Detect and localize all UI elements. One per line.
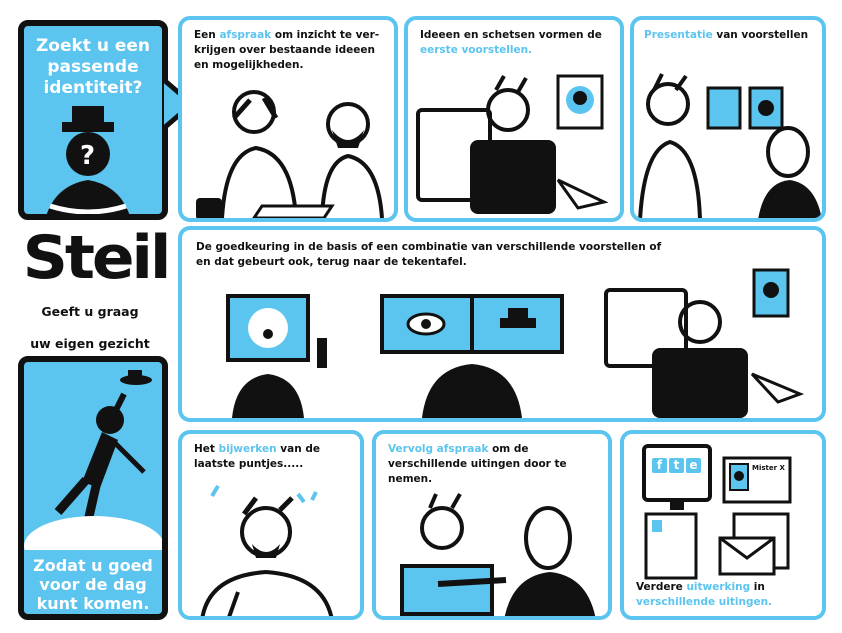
closing-text: Zodat u goed voor de dag kunt komen.: [24, 550, 162, 613]
svg-text:?: ?: [80, 141, 95, 171]
approval-illustration: [226, 268, 805, 418]
twitter-icon: t: [669, 458, 684, 473]
caption-appointment: Een afspraak om inzicht te ver-krijgen o…: [194, 29, 380, 71]
caption-presentation: Presentatie van voorstellen: [644, 29, 809, 41]
panel-finishing: Het bijwerken van de laatste puntjes....…: [178, 430, 364, 620]
panel-applications: f t e Mister X Verdere uitwerking in ver…: [620, 430, 826, 620]
caption-applications: Verdere uitwerking in verschillende uiti…: [636, 581, 773, 608]
hat-figure-illustration: ?: [46, 106, 130, 214]
caption-followup: Vervolg afspraak om de verschillende uit…: [388, 443, 567, 485]
caption-finishing: Het bijwerken van de laatste puntjes....…: [194, 443, 320, 470]
social-icons: f t e: [652, 458, 701, 473]
tagline-line-2: uw eigen gezicht: [30, 336, 150, 351]
finishing-illustration: [200, 484, 334, 616]
question-text: Zoekt u een passende identiteit?: [35, 36, 151, 98]
panel-approval: De goedkeuring in de basis of een combin…: [178, 226, 826, 422]
jumping-figure-illustration: [24, 370, 162, 576]
badge-name: Mister X: [752, 464, 785, 472]
caption-sketches: Ideeen en schetsen vormen de eerste voor…: [420, 29, 602, 56]
steil-logo: Steil: [22, 223, 172, 293]
caption-approval: De goedkeuring in de basis of een combin…: [196, 241, 662, 268]
tagline-line-1: Geeft u graag: [41, 304, 139, 319]
question-panel: Zoekt u een passende identiteit? ?: [18, 20, 168, 220]
drawing-desk-illustration: [416, 74, 609, 214]
panel-presentation: Presentatie van voorstellen: [630, 16, 826, 222]
applications-illustration: [642, 444, 792, 580]
panel-followup: Vervolg afspraak om de verschillende uit…: [372, 430, 612, 620]
review-meeting-illustration: [400, 493, 596, 616]
panel-appointment: Een afspraak om inzicht te ver-krijgen o…: [178, 16, 398, 222]
facebook-icon: f: [652, 458, 667, 473]
email-icon: e: [686, 458, 701, 473]
jump-panel: Zodat u goed voor de dag kunt komen.: [18, 356, 168, 620]
meeting-illustration: [196, 90, 384, 218]
presentation-illustration: [638, 73, 822, 218]
panel-sketches: Ideeen en schetsen vormen de eerste voor…: [404, 16, 624, 222]
